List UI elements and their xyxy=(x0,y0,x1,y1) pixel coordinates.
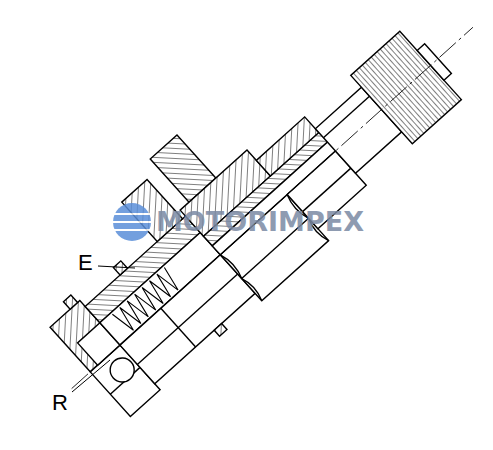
center-line xyxy=(72,27,473,388)
set-screw xyxy=(214,324,227,337)
nut-section xyxy=(256,117,318,176)
housing xyxy=(120,255,255,384)
watermark-globe xyxy=(113,203,151,241)
fitting-assembly xyxy=(0,0,493,435)
hex-edge xyxy=(303,168,351,211)
edge-line xyxy=(161,308,196,347)
leader-line xyxy=(98,266,135,268)
callout-letter: R xyxy=(52,392,68,414)
spring xyxy=(112,267,181,333)
set-screw xyxy=(63,295,77,309)
callout-letter: E xyxy=(78,252,93,274)
edge-line xyxy=(323,96,369,137)
watermark: MOTORIMPEX xyxy=(156,208,364,235)
leader-line xyxy=(72,360,110,392)
edge-line xyxy=(137,274,237,364)
